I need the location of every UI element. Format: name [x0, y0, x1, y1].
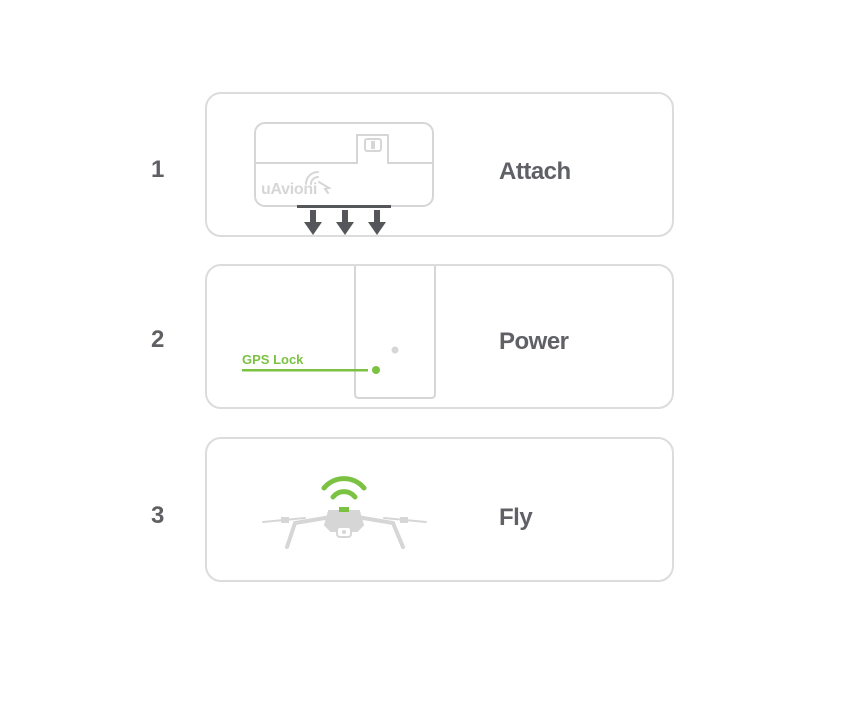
step-3-card: Fly [205, 437, 674, 582]
gps-lock-label: GPS Lock [242, 352, 304, 367]
gps-leader-line [242, 369, 368, 372]
mount-bar [297, 205, 391, 208]
uavionix-logo-icon [305, 171, 332, 194]
step-3-title: Fly [499, 504, 533, 531]
drone-fly-illustration [262, 476, 427, 549]
device-power-illustration [242, 266, 436, 399]
step-2-title: Power [499, 328, 569, 355]
switch-icon [364, 138, 382, 152]
step-2-number: 2 [151, 326, 165, 353]
signal-waves-icon [321, 476, 367, 500]
drone-icon [262, 507, 427, 549]
gps-led-icon [372, 366, 380, 374]
step-2-card: GPS Lock Power [205, 264, 674, 409]
step-1-number: 1 [151, 156, 165, 183]
step-1-title: Attach [499, 158, 571, 185]
step-3-number: 3 [151, 502, 165, 529]
device-logo: uAvioni [261, 181, 317, 198]
led-indicator-icon [391, 346, 399, 354]
device-attach-illustration [254, 122, 434, 235]
down-arrow-icon [304, 210, 386, 235]
step-1-card: uAvioni Attach [205, 92, 674, 237]
